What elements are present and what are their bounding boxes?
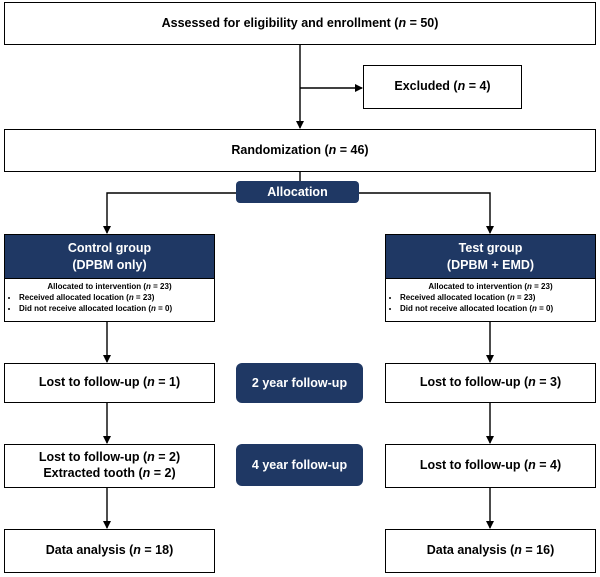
control-lost1-box: Lost to follow-up (n = 1): [4, 363, 215, 403]
test-allocated-n-symbol: n: [527, 282, 532, 291]
test-lost2-count: = 4): [535, 458, 562, 473]
control-extracted-line: Extracted tooth (n = 2): [39, 466, 180, 482]
control-analysis-count: = 18): [140, 543, 174, 558]
randomization-box: Randomization (n = 46): [4, 129, 596, 172]
control-extracted-n-symbol: n: [142, 466, 151, 480]
control-extracted-count: = 2): [150, 466, 176, 480]
control-lost2-n-symbol: n: [147, 450, 155, 465]
excluded-n-symbol: n: [457, 79, 466, 94]
assessed-count: = 50): [406, 15, 439, 30]
assessed-n-symbol: n: [398, 15, 407, 30]
control-group-subtitle: (DPBM only): [72, 257, 147, 272]
followup-4yr-text: 4 year follow-up: [251, 458, 348, 472]
assessed-box: Assessed for eligibility and enrollment …: [4, 2, 596, 45]
test-received-n-symbol: n: [509, 292, 515, 302]
control-allocated-count: = 23): [150, 282, 172, 291]
control-received-text: Received allocated location (: [19, 292, 129, 302]
control-analysis-text: Data analysis (: [45, 543, 134, 558]
assessed-text: Assessed for eligibility and enrollment …: [161, 15, 399, 30]
followup-4yr-label: 4 year follow-up: [236, 444, 363, 486]
test-received-count: = 23): [514, 292, 536, 302]
test-allocation-list: Received allocated location (n = 23) Did…: [390, 293, 591, 315]
allocation-label: Allocation: [236, 181, 359, 203]
arrow-allocation-to-control: [103, 192, 236, 234]
control-lost1-count: = 1): [154, 375, 181, 390]
randomization-n-symbol: n: [328, 142, 337, 157]
test-group-subtitle: (DPBM + EMD): [446, 257, 535, 272]
test-not-received-count: = 0): [536, 303, 554, 313]
list-item: Received allocated location (n = 23): [19, 293, 210, 304]
randomization-text: Randomization (: [231, 142, 329, 157]
test-lost1-n-symbol: n: [528, 375, 536, 390]
excluded-text: Excluded (: [394, 79, 458, 94]
list-item: Did not receive allocated location (n = …: [19, 304, 210, 315]
control-received-n-symbol: n: [128, 292, 134, 302]
control-extracted-text: Extracted tooth (: [43, 466, 143, 480]
test-allocated-text: Allocated to intervention (: [428, 282, 528, 291]
test-not-received-text: Did not receive allocated location (: [400, 303, 533, 313]
test-analysis-n-symbol: n: [514, 543, 522, 558]
control-group-header: Control group (DPBM only): [4, 234, 215, 279]
control-lost1-n-symbol: n: [147, 375, 155, 390]
test-received-text: Received allocated location (: [400, 292, 510, 302]
list-item: Did not receive allocated location (n = …: [400, 304, 591, 315]
test-lost2-text: Lost to follow-up (: [419, 458, 529, 473]
randomization-count: = 46): [336, 142, 369, 157]
followup-2yr-text: 2 year follow-up: [251, 376, 348, 390]
test-allocated-line: Allocated to intervention (n = 23): [390, 282, 591, 293]
test-not-received-n-symbol: n: [532, 303, 537, 313]
control-allocated-line: Allocated to intervention (n = 23): [9, 282, 210, 293]
test-lost2-box: Lost to follow-up (n = 4): [385, 444, 596, 488]
control-lost2-box: Lost to follow-up (n = 2) Extracted toot…: [4, 444, 215, 488]
followup-2yr-label: 2 year follow-up: [236, 363, 363, 403]
control-analysis-box: Data analysis (n = 18): [4, 529, 215, 573]
control-not-received-n-symbol: n: [151, 303, 156, 313]
control-not-received-count: = 0): [155, 303, 173, 313]
control-received-count: = 23): [133, 292, 155, 302]
control-group-title: Control group: [67, 241, 152, 256]
test-group-header: Test group (DPBM + EMD): [385, 234, 596, 279]
test-lost2-n-symbol: n: [528, 458, 536, 473]
control-lost2-count: = 2): [154, 450, 181, 465]
arrow-allocation-to-test: [359, 192, 494, 234]
control-allocation-list: Received allocated location (n = 23) Did…: [9, 293, 210, 315]
control-group-details: Allocated to intervention (n = 23) Recei…: [4, 279, 215, 322]
control-lost2-text: Lost to follow-up (: [38, 450, 148, 465]
control-lost2-line: Lost to follow-up (n = 2): [39, 450, 180, 466]
test-lost1-count: = 3): [535, 375, 562, 390]
excluded-count: = 4): [465, 79, 491, 94]
test-lost1-text: Lost to follow-up (: [419, 375, 529, 390]
test-group-title: Test group: [458, 241, 523, 256]
excluded-box: Excluded (n = 4): [363, 65, 522, 109]
control-allocated-n-symbol: n: [146, 282, 151, 291]
control-analysis-n-symbol: n: [133, 543, 141, 558]
list-item: Received allocated location (n = 23): [400, 293, 591, 304]
test-analysis-text: Data analysis (: [426, 543, 515, 558]
control-allocated-text: Allocated to intervention (: [47, 282, 147, 291]
test-analysis-count: = 16): [521, 543, 555, 558]
control-not-received-text: Did not receive allocated location (: [19, 303, 152, 313]
control-lost1-text: Lost to follow-up (: [38, 375, 148, 390]
test-group-details: Allocated to intervention (n = 23) Recei…: [385, 279, 596, 322]
allocation-text: Allocation: [267, 185, 328, 199]
test-allocated-count: = 23): [531, 282, 553, 291]
test-analysis-box: Data analysis (n = 16): [385, 529, 596, 573]
test-lost1-box: Lost to follow-up (n = 3): [385, 363, 596, 403]
